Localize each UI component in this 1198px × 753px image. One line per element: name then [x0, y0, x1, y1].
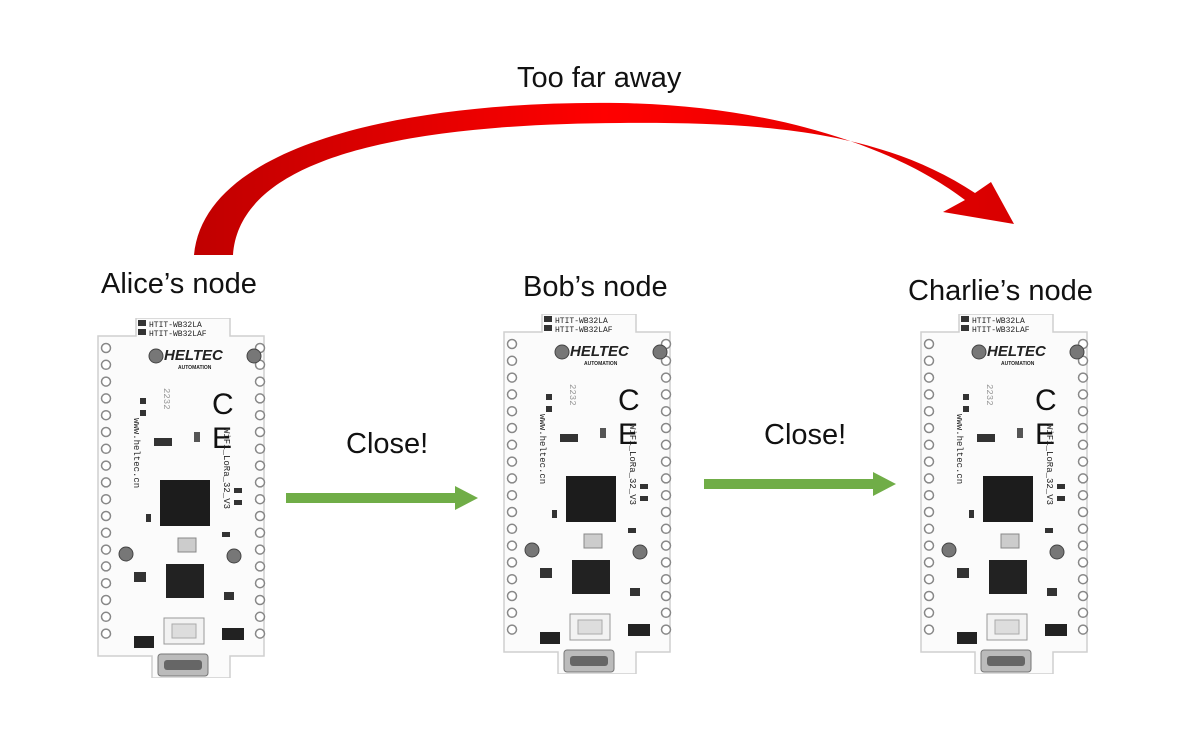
svg-text:HELTEC: HELTEC [570, 343, 630, 360]
svg-text:2232: 2232 [984, 384, 994, 406]
svg-text:HTIT-WB32LA: HTIT-WB32LA [555, 317, 608, 326]
alice-board-image: HTIT-WB32LA HTIT-WB32LAF HELTEC AUTOMATI… [94, 317, 272, 683]
svg-text:E: E [618, 418, 638, 451]
charlie-node-label: Charlie’s node [908, 275, 1093, 307]
svg-text:C: C [212, 388, 234, 421]
close-label-2: Close! [764, 419, 847, 451]
close-label-1: Close! [346, 428, 429, 460]
svg-text:AUTOMATION: AUTOMATION [584, 361, 618, 367]
svg-text:HTIT-WB32LAF: HTIT-WB32LAF [149, 330, 207, 339]
bob-node-label: Bob’s node [523, 271, 668, 303]
alice-node-label: Alice’s node [101, 268, 257, 300]
svg-text:HELTEC: HELTEC [987, 343, 1047, 360]
svg-text:HTIT-WB32LAF: HTIT-WB32LAF [555, 326, 613, 335]
svg-text:2232: 2232 [567, 384, 577, 406]
svg-text:AUTOMATION: AUTOMATION [178, 365, 212, 371]
svg-text:WiFi_LoRa_32_V3: WiFi_LoRa_32_V3 [221, 428, 231, 509]
svg-text:WiFi_LoRa_32_V3: WiFi_LoRa_32_V3 [627, 424, 637, 505]
svg-text:www.heltec.cn: www.heltec.cn [131, 418, 141, 488]
far-away-label: Too far away [517, 62, 682, 94]
svg-text:C: C [1035, 384, 1057, 417]
svg-text:HELTEC: HELTEC [164, 347, 224, 364]
bob-board-image: HTIT-WB32LA HTIT-WB32LAF HELTEC AUTOMATI… [500, 313, 678, 679]
close-arrow-2 [704, 472, 896, 496]
svg-text:HTIT-WB32LA: HTIT-WB32LA [972, 317, 1025, 326]
svg-text:www.heltec.cn: www.heltec.cn [537, 414, 547, 484]
svg-text:AUTOMATION: AUTOMATION [1001, 361, 1035, 367]
close-arrow-1 [286, 486, 478, 510]
svg-text:WiFi_LoRa_32_V3: WiFi_LoRa_32_V3 [1044, 424, 1054, 505]
svg-text:HTIT-WB32LA: HTIT-WB32LA [149, 321, 202, 330]
svg-text:HTIT-WB32LAF: HTIT-WB32LAF [972, 326, 1030, 335]
svg-text:E: E [1035, 418, 1055, 451]
svg-text:E: E [212, 422, 232, 455]
far-arrow-arc [194, 102, 1014, 255]
svg-text:2232: 2232 [161, 388, 171, 410]
charlie-board-image: HTIT-WB32LA HTIT-WB32LAF HELTEC AUTOMATI… [917, 313, 1095, 679]
svg-text:C: C [618, 384, 640, 417]
svg-text:www.heltec.cn: www.heltec.cn [954, 414, 964, 484]
